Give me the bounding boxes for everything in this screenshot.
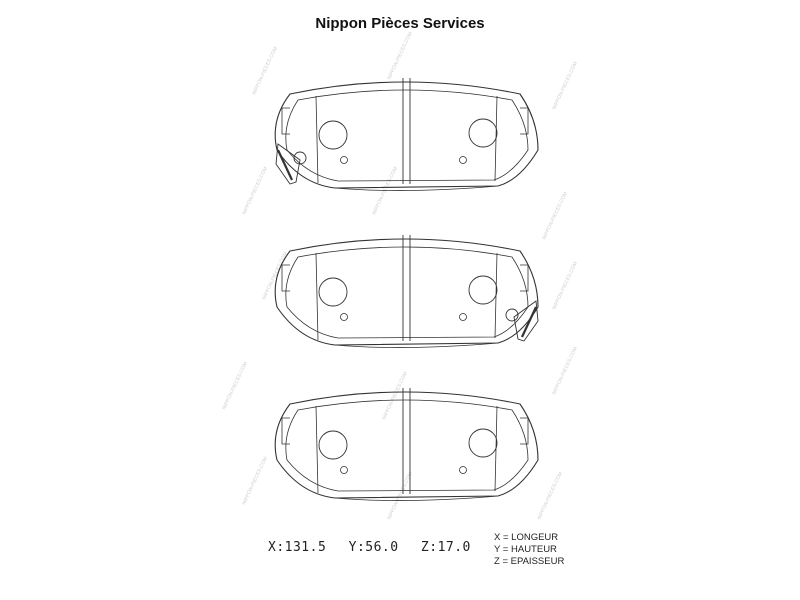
dimensions-readout: X:131.5 Y:56.0 Z:17.0 [268,540,485,555]
svg-text:NIPPON-PIECES.COM: NIPPON-PIECES.COM [551,261,579,311]
dimension-z: Z:17.0 [420,540,471,555]
dimension-x: X:131.5 [268,540,327,555]
svg-text:NIPPON-PIECES.COM: NIPPON-PIECES.COM [551,61,579,111]
legend-z: Z = EPAISSEUR [494,556,565,567]
page-title: Nippon Pièces Services [315,15,485,32]
svg-text:NIPPON-PIECES.COM: NIPPON-PIECES.COM [241,166,269,216]
svg-text:NIPPON-PIECES.COM: NIPPON-PIECES.COM [536,471,564,521]
legend-x: X = LONGEUR [494,532,559,543]
svg-text:NIPPON-PIECES.COM: NIPPON-PIECES.COM [541,191,569,241]
svg-text:NIPPON-PIECES.COM: NIPPON-PIECES.COM [241,456,269,506]
svg-text:NIPPON-PIECES.COM: NIPPON-PIECES.COM [251,46,279,96]
brake-pad-middle [274,234,540,349]
svg-text:NIPPON-PIECES.COM: NIPPON-PIECES.COM [386,31,414,81]
svg-text:NIPPON-PIECES.COM: NIPPON-PIECES.COM [551,346,579,396]
svg-text:NIPPON-PIECES.COM: NIPPON-PIECES.COM [381,371,409,421]
legend-y: Y = HAUTEUR [494,544,557,555]
dimension-y: Y:56.0 [348,540,399,555]
brake-pad-top [274,77,539,192]
svg-text:NIPPON-PIECES.COM: NIPPON-PIECES.COM [221,361,249,411]
dimension-legend: X = LONGEUR Y = HAUTEUR Z = EPAISSEUR [494,532,564,568]
